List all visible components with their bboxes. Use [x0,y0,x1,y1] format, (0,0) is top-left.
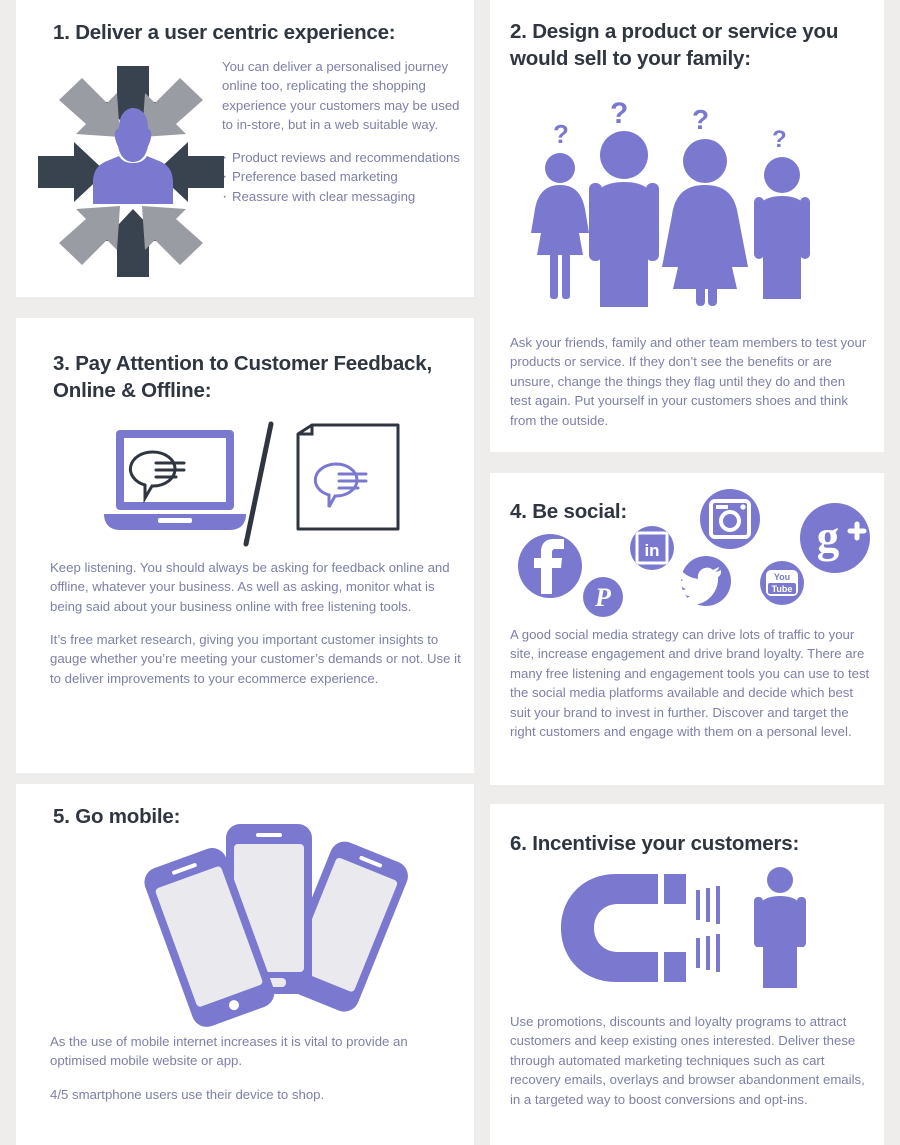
card-1-bullet-item: Product reviews and recommendations [222,148,460,168]
instagram-icon [700,489,760,549]
card-5-paragraph: As the use of mobile internet increases … [50,1034,408,1069]
card-1-title: 1. Deliver a user centric experience: [53,21,396,44]
svg-text:P: P [594,583,612,612]
card-1-deliver-user-centric-experience: 1. Deliver a user centric experience: [16,0,474,297]
card-2-design-product-for-family: 2. Design a product or service you would… [490,0,884,452]
card-3-copy: Keep listening. You should always be ask… [50,558,466,688]
svg-text:g: g [817,512,840,562]
card-5-title: 5. Go mobile: [53,805,181,828]
facebook-icon [518,534,582,598]
card-6-incentivise-your-customers: 6. Incentivise your customers: [490,804,884,1145]
card-3-paragraph: It’s free market research, giving you im… [50,632,461,686]
laptop-and-document-feedback-icon [86,421,416,547]
card-4-paragraph: A good social media strategy can drive l… [510,627,870,740]
youtube-icon: You Tube [760,561,804,605]
card-3-pay-attention-to-feedback: 3. Pay Attention to Customer Feedback, O… [16,318,474,773]
card-2-title: 2. Design a product or service you would… [510,20,839,71]
svg-text:?: ? [610,97,628,130]
card-5-paragraph: 4/5 smartphone users use their device to… [50,1086,325,1102]
card-3-title: 3. Pay Attention to Customer Feedback, O… [53,352,432,403]
linkedin-icon: in [630,526,674,570]
svg-text:?: ? [772,126,787,153]
card-1-bullet-list: Product reviews and recommendations Pref… [222,148,460,207]
magnet-attracting-person-icon [540,866,840,991]
card-1-bullet-item: Preference based marketing [222,167,460,187]
card-2-paragraph: Ask your friends, family and other team … [510,335,867,428]
card-5-go-mobile: 5. Go mobile: [16,784,474,1145]
card-6-title: 6. Incentivise your customers: [510,832,800,855]
card-4-title: 4. Be social: [510,500,628,523]
card-1-paragraph: You can deliver a personalised journey o… [222,59,460,133]
user-centric-arrows-icon [36,64,226,279]
card-2-copy: Ask your friends, family and other team … [510,333,868,430]
google-plus-icon: g [800,503,870,573]
card-1-copy: You can deliver a personalised journey o… [222,57,460,208]
card-6-paragraph: Use promotions, discounts and loyalty pr… [510,1014,865,1107]
svg-text:Tube: Tube [772,584,793,594]
svg-text:?: ? [553,119,569,149]
card-4-be-social: P in [490,473,884,785]
card-6-copy: Use promotions, discounts and loyalty pr… [510,1012,868,1109]
three-smartphones-icon [108,814,428,1027]
svg-text:in: in [644,541,659,560]
card-3-paragraph: Keep listening. You should always be ask… [50,560,450,614]
family-group-question-marks-icon: ? ? ? [520,95,860,310]
svg-text:You: You [774,572,790,582]
card-1-bullet-item: Reassure with clear messaging [222,187,460,207]
svg-text:?: ? [692,104,709,135]
card-4-copy: A good social media strategy can drive l… [510,625,870,741]
twitter-icon [676,556,731,606]
social-media-icons-cluster: P in [498,473,884,618]
card-5-copy: As the use of mobile internet increases … [50,1032,462,1104]
pinterest-icon: P [583,577,623,617]
